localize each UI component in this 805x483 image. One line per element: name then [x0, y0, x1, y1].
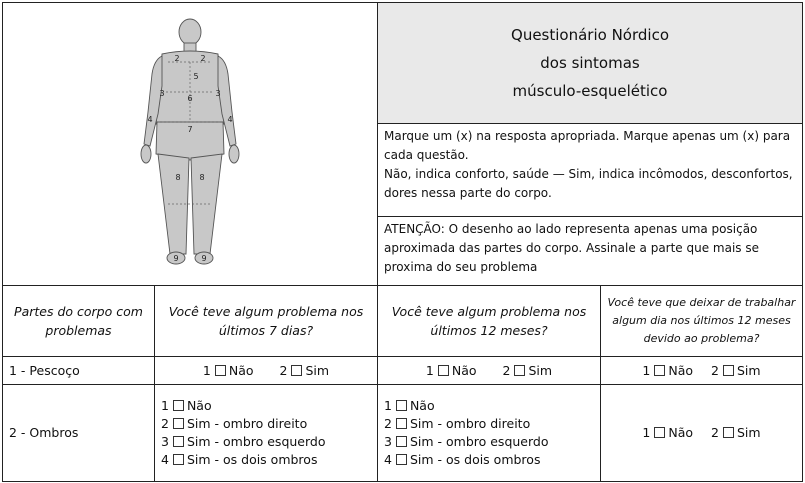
option-number: 1 [425, 362, 434, 378]
option-label: Não [228, 362, 254, 378]
checkbox[interactable] [172, 399, 184, 411]
pescoco-missed-work: 1 Não 2 Sim [599, 355, 804, 385]
checkbox[interactable] [514, 364, 526, 376]
body-label: 4 [147, 115, 152, 124]
pescoco-12-months: 1 Não 2 Sim [377, 355, 601, 385]
option-label: Não [451, 362, 477, 378]
checkbox[interactable] [654, 364, 666, 376]
body-label: 8 [175, 173, 180, 182]
checkbox[interactable] [395, 453, 407, 465]
option-number: 2 [711, 362, 719, 378]
instruction-mark: Marque um (x) na resposta apropriada. Ma… [384, 129, 791, 163]
checkbox[interactable] [654, 427, 666, 439]
checkbox[interactable] [291, 364, 303, 376]
attention-note: ATENÇÃO: O desenho ao lado representa ap… [376, 216, 804, 286]
option-number: 1 [642, 362, 651, 378]
body-label: 5 [193, 72, 198, 81]
checkbox[interactable] [172, 435, 184, 447]
checkbox[interactable] [437, 364, 449, 376]
body-label: 9 [173, 254, 178, 263]
header-missed-work: Você teve que deixar de trabalhar algum … [599, 284, 804, 357]
row-label-ombros: 2 - Ombros [2, 383, 155, 483]
title-line: Questionário Nórdico [511, 26, 669, 45]
option-label: Sim [528, 362, 553, 378]
checkbox[interactable] [172, 453, 184, 465]
option-label: Sim [305, 362, 330, 378]
body-label: 2 [174, 54, 179, 63]
title-line: músculo-esquelético [512, 82, 668, 101]
header-7-days: Você teve algum problema nos últimos 7 d… [154, 284, 378, 357]
checkbox[interactable] [723, 427, 734, 439]
header-body-parts: Partes do corpo com problemas [2, 284, 155, 357]
pescoco-7-days: 1 Não 2 Sim [154, 355, 378, 385]
option-label: Sim [737, 362, 761, 378]
body-figure-cell: 2 2 5 3 6 3 4 7 4 8 8 9 9 [2, 2, 378, 286]
body-label: 3 [215, 89, 220, 98]
instructions: Marque um (x) na resposta apropriada. Ma… [376, 123, 804, 218]
checkbox[interactable] [395, 417, 407, 429]
body-label: 2 [200, 54, 205, 63]
body-label: 9 [201, 254, 206, 263]
checkbox[interactable] [172, 417, 184, 429]
body-label: 6 [187, 94, 192, 103]
checkbox[interactable] [395, 399, 407, 411]
questionnaire-title: Questionário Nórdico dos sintomas múscul… [376, 1, 804, 125]
ombros-missed-work: 1 Não 2 Sim [599, 383, 804, 483]
checkbox[interactable] [214, 364, 226, 376]
header-12-months: Você teve algum problema nos últimos 12 … [377, 284, 601, 357]
option-label: Sim [737, 425, 761, 441]
checkbox[interactable] [395, 435, 407, 447]
title-line: dos sintomas [540, 54, 640, 73]
option-number: 1 [642, 425, 651, 441]
row-label-pescoco: 1 - Pescoço [2, 355, 155, 385]
body-label: 4 [227, 115, 232, 124]
checkbox[interactable] [723, 364, 734, 376]
option-number: 1 [202, 362, 211, 378]
body-diagram: 2 2 5 3 6 3 4 7 4 8 8 9 9 [140, 19, 240, 265]
option-label: Não [668, 362, 694, 378]
option-number: 2 [279, 362, 288, 378]
body-label: 3 [159, 89, 164, 98]
body-label: 8 [199, 173, 204, 182]
option-label: Não [668, 425, 694, 441]
option-number: 2 [502, 362, 511, 378]
option-number: 2 [711, 425, 719, 441]
body-label: 7 [187, 125, 192, 134]
instruction-meaning: Não, indica conforto, saúde — Sim, indic… [384, 167, 793, 201]
